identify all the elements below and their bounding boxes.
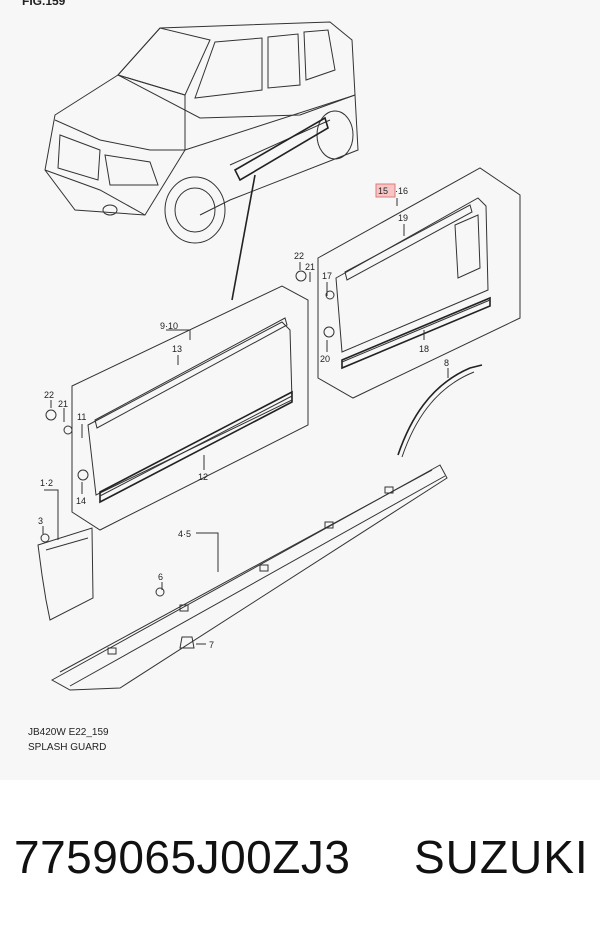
brand-name: SUZUKI <box>414 831 589 883</box>
callout-22b: 22 <box>44 390 54 400</box>
rear-door-panel <box>295 167 521 399</box>
callout-7: 7 <box>209 640 214 650</box>
diagram-code: JB420W E22_159 <box>28 727 109 738</box>
callout-20: 20 <box>320 354 330 364</box>
figure-header: FIG.159 <box>22 0 66 8</box>
callout-16: ·16 <box>395 186 408 196</box>
part-number: 7759065J00ZJ3 <box>14 831 351 883</box>
callout-12: 12 <box>198 472 208 482</box>
diagram-title: SPLASH GUARD <box>28 742 107 753</box>
vehicle-illustration <box>44 21 359 301</box>
callout-6: 6 <box>158 572 163 582</box>
mud-flap <box>37 527 94 621</box>
diagram-drawing: 15 ·16 19 22 21 17 20 18 9·10 13 8 22 21… <box>37 21 521 691</box>
callout-22a: 22 <box>294 251 304 261</box>
callout-9-10: 9·10 <box>160 321 178 331</box>
callout-19: 19 <box>398 213 408 223</box>
callout-18: 18 <box>419 344 429 354</box>
callout-8: 8 <box>444 358 449 368</box>
callout-15: 15 <box>378 186 388 196</box>
leader-lines <box>42 198 449 645</box>
callout-11: 11 <box>77 412 86 422</box>
callout-14: 14 <box>76 496 86 506</box>
side-sill <box>50 464 448 691</box>
callout-13: 13 <box>172 344 182 354</box>
callout-4-5: 4·5 <box>178 529 191 539</box>
front-door-panel <box>45 285 309 531</box>
callout-17: 17 <box>322 271 332 281</box>
callout-21b: 21 <box>58 399 68 409</box>
callout-1-2: 1·2 <box>40 478 53 488</box>
callout-3: 3 <box>38 516 43 526</box>
callout-labels: 15 ·16 19 22 21 17 20 18 9·10 13 8 22 21… <box>38 186 449 650</box>
parts-diagram: FIG.159 <box>22 0 521 753</box>
callout-21a: 21 <box>305 262 315 272</box>
weatherstrip-8 <box>397 364 483 456</box>
highlight-box <box>375 183 396 198</box>
